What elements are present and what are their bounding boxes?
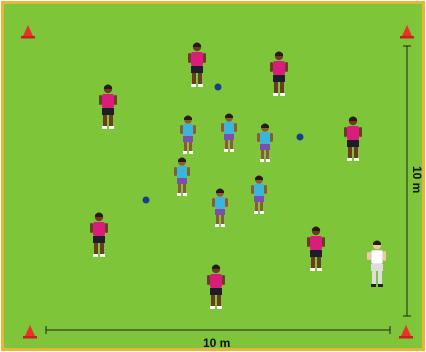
height-label: 10 m xyxy=(410,166,424,193)
ball-icon xyxy=(297,134,304,141)
ball-icon xyxy=(143,197,150,204)
width-label: 10 m xyxy=(203,336,230,350)
ball-icon xyxy=(215,84,222,91)
